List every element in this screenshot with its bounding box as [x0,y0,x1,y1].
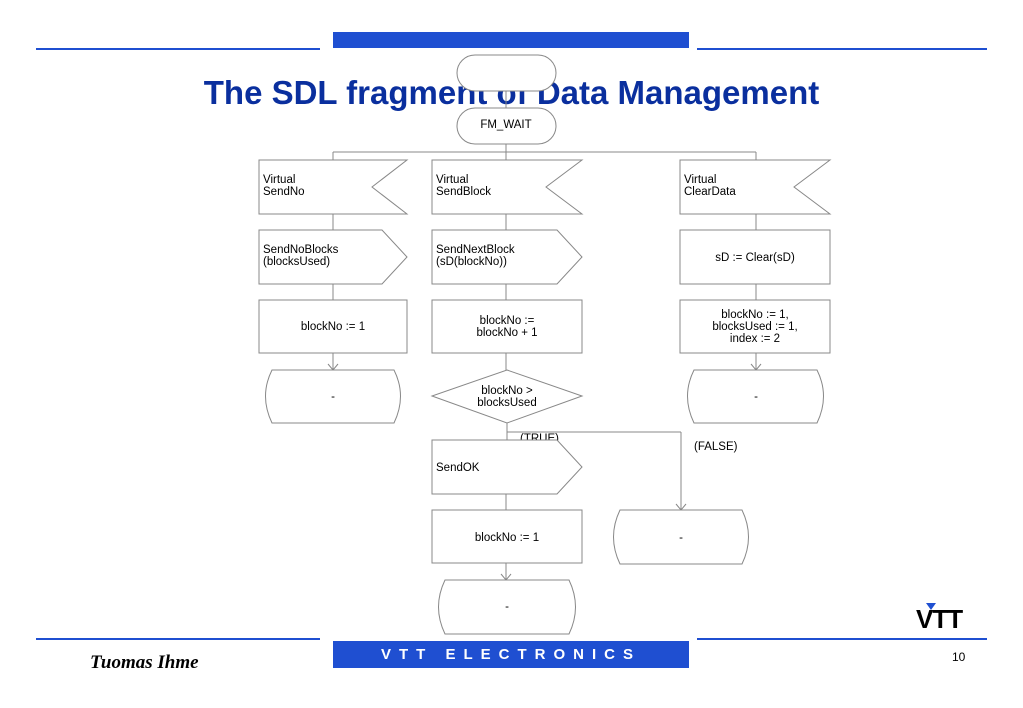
output-signal-shape [431,229,583,285]
nextstate-shape [265,369,401,424]
task-label: blockNo := 1 [301,321,365,333]
task-shape [258,299,408,354]
task-shape [679,229,831,285]
nextstate-shape [687,369,824,424]
footer-company: VTT ELECTRONICS [333,641,689,668]
top-left-rule [36,48,320,50]
page-number: 10 [952,650,966,664]
input-signal-label: Virtual [684,174,716,186]
top-center-band [333,32,689,48]
task-label: blockNo := 1, [721,309,788,321]
decision-label: blocksUsed [477,397,536,409]
input-signal-shape [431,159,584,215]
nextstate-shape [613,509,749,565]
nextstate-label: - [754,391,758,403]
output-signal-label: SendNoBlocks [263,244,339,256]
nextstate-label: - [331,391,335,403]
top-right-rule [697,48,987,50]
task-label: index := 2 [730,333,780,345]
input-signal-label: ClearData [684,186,736,198]
vtt-logo: VTT [916,603,964,631]
vtt-logo-text: VTT [916,604,963,631]
task-label: sD := Clear(sD) [715,252,795,264]
input-signal-shape [679,159,832,215]
output-signal-label: SendNextBlock [436,244,515,256]
task-shape [679,299,831,354]
output-signal-label: (sD(blockNo)) [436,256,507,268]
nextstate-label: - [679,532,683,544]
input-signal-label: SendNo [263,186,305,198]
decision-label: blockNo > [481,385,533,397]
input-signal-label: Virtual [436,174,468,186]
false-label: (FALSE) [694,441,738,453]
task-label: blockNo := [480,315,535,327]
author-name: Tuomas Ihme [90,652,199,673]
task-shape [431,299,583,354]
task-shape [431,509,583,564]
bottom-right-rule [697,638,987,640]
state-label: FM_WAIT [480,119,531,131]
task-label: blockNo := 1 [475,532,539,544]
input-signal-label: Virtual [263,174,295,186]
output-signal-shape [431,439,583,495]
sdl-diagram: FM_WAIT Virtual SendNo SendNoBlocks (blo… [258,54,832,635]
output-signal-label: (blocksUsed) [263,256,330,268]
input-signal-label: SendBlock [436,186,491,198]
nextstate-label: - [505,601,509,613]
output-signal-label: SendOK [436,462,480,474]
task-label: blocksUsed := 1, [712,321,797,333]
task-label: blockNo + 1 [476,327,537,339]
start-state-shape [456,54,557,92]
nextstate-shape [438,579,576,635]
bottom-left-rule [36,638,320,640]
input-signal-shape [258,159,409,215]
output-signal-shape [258,229,408,285]
